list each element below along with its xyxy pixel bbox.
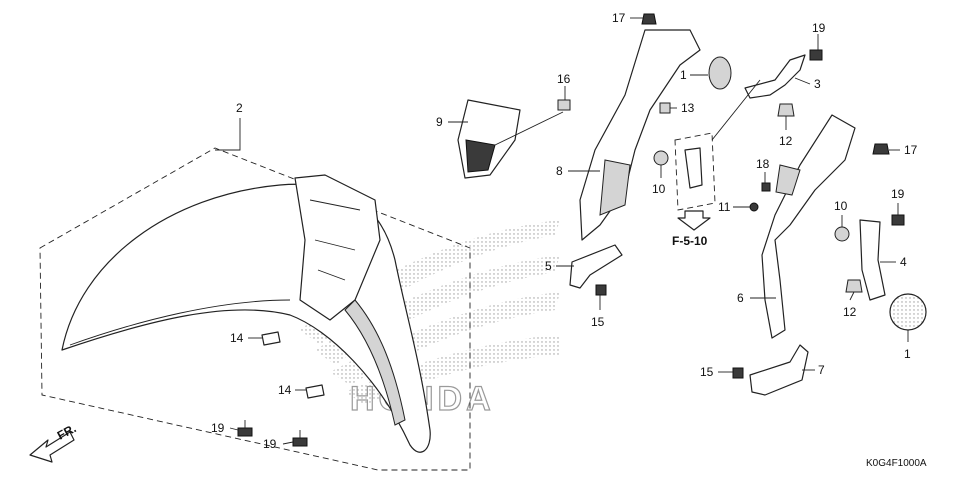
callout-15-upper: 15 — [591, 315, 605, 329]
callout-14-lower: 14 — [278, 383, 292, 397]
grommet-14-upper — [261, 331, 281, 346]
leg-shield — [579, 29, 701, 241]
callout-11: 11 — [718, 200, 731, 214]
screw-18 — [761, 182, 771, 192]
callout-15-lower: 15 — [700, 365, 714, 379]
callout-17-top: 17 — [612, 11, 626, 25]
callout-14-upper: 14 — [230, 331, 244, 345]
grommet-10-left — [653, 150, 669, 166]
callout-3: 3 — [814, 77, 821, 91]
callout-17-right: 17 — [904, 143, 918, 157]
bolt-19-lower-center — [292, 430, 308, 447]
reflector-1-lower — [889, 293, 927, 331]
callout-1-lower: 1 — [904, 347, 911, 361]
callout-19-top-right: 19 — [812, 21, 826, 35]
nut-11 — [749, 202, 759, 212]
grommet-17-right — [872, 143, 890, 155]
callout-19-right: 19 — [891, 187, 905, 201]
callout-12-upper: 12 — [779, 134, 793, 148]
callout-19-lower-center: 19 — [263, 437, 277, 451]
callout-13: 13 — [681, 101, 695, 115]
subview-arrow — [677, 210, 711, 231]
nut-12-upper — [777, 103, 795, 117]
callout-6: 6 — [737, 291, 744, 305]
callout-12-lower: 12 — [843, 305, 857, 319]
bracket-3 — [744, 54, 806, 99]
callout-9: 9 — [436, 115, 443, 129]
nut-12-lower — [845, 279, 863, 293]
bracket-4 — [859, 219, 886, 301]
cover-7 — [749, 344, 809, 396]
bolt-19-lower-left — [237, 420, 253, 437]
callout-2: 2 — [236, 101, 243, 115]
callout-5: 5 — [545, 259, 552, 273]
bracket-subview — [684, 147, 703, 189]
diagram-code: K0G4F1000A — [866, 458, 927, 469]
clip-13 — [659, 102, 671, 114]
callout-labels: 17 19 1 3 16 13 2 9 12 17 8 10 18 11 10 … — [211, 11, 918, 451]
callout-7: 7 — [818, 363, 825, 377]
callout-19-lower-left: 19 — [211, 421, 225, 435]
clip-16 — [557, 99, 571, 111]
callout-1-upper: 1 — [680, 68, 687, 82]
grommet-10-right — [834, 226, 850, 242]
side-cover — [761, 114, 856, 339]
callout-4: 4 — [900, 255, 907, 269]
reflector-1-upper — [708, 56, 732, 90]
front-fender — [61, 174, 431, 453]
callout-8: 8 — [556, 164, 563, 178]
callout-18: 18 — [756, 157, 770, 171]
fender-group-boundary — [39, 147, 471, 471]
cover-5 — [569, 244, 623, 289]
grommet-17-top — [641, 13, 657, 25]
screw-15-lower — [732, 367, 744, 379]
front-direction-arrow: FR. — [29, 421, 78, 463]
bolt-19-top-right — [809, 49, 823, 61]
callout-16: 16 — [557, 72, 571, 86]
inner-cover — [457, 99, 521, 179]
callout-10-right: 10 — [834, 199, 848, 213]
bolt-19-right — [891, 214, 905, 226]
reference-label: F-5-10 — [672, 234, 708, 248]
grommet-14-lower — [305, 384, 325, 399]
screw-15-upper — [595, 284, 607, 296]
leader-lines — [215, 17, 909, 445]
callout-10-left: 10 — [652, 182, 666, 196]
bracket-subview-boundary — [674, 132, 716, 211]
